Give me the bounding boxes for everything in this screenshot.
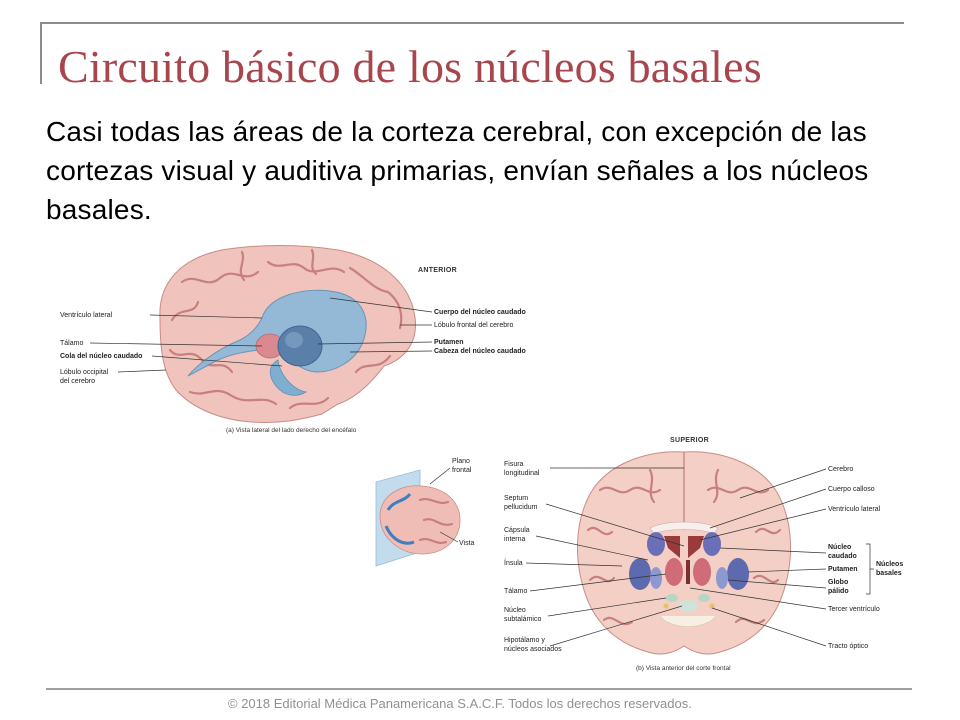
figure-a-caption: (a) Vista lateral del lado derecho del e… [226, 427, 357, 434]
label-cuerpo-nucleo-caudado: Cuerpo del núcleo caudado [434, 309, 526, 316]
label-insula: Ínsula [504, 558, 523, 567]
globus-pallidus-left [650, 567, 662, 589]
figure-a-heading: ANTERIOR [418, 267, 457, 274]
label-caudado: caudado [828, 553, 857, 560]
label-lobulo-frontal: Lóbulo frontal del cerebro [434, 322, 513, 329]
figure-b-caption: (b) Vista anterior del corte frontal [636, 665, 731, 672]
lateral-ventricle-left [664, 536, 680, 558]
corpus-callosum-shape [649, 521, 719, 535]
label-putamen-b: Putamen [828, 566, 858, 573]
label-nucleos: Núcleos [876, 561, 903, 568]
figure-inset-plane: Plano frontal Vista [375, 458, 475, 567]
label-septum: Septum [504, 495, 528, 502]
basal-nuclei-bracket [866, 543, 874, 595]
slide-body-text: Casi todas las áreas de la corteza cereb… [46, 116, 869, 225]
putamen-right-shape [727, 558, 749, 590]
label-basales: basales [876, 570, 902, 577]
label-longitudinal: longitudinal [504, 470, 540, 477]
caudate-tail-shape [269, 359, 308, 396]
globus-pallidus-right [716, 567, 728, 589]
label-fisura: Fisura [504, 461, 524, 468]
subthalamic-right [698, 594, 710, 602]
label-nucleos-asociados: núcleos asociados [504, 646, 562, 653]
label-ventriculo-lateral-b: Ventrículo lateral [828, 506, 881, 513]
hypothalamus-shape [678, 600, 698, 612]
label-palido: pálido [828, 588, 849, 595]
label-putamen-a: Putamen [434, 339, 464, 346]
putamen-shape [277, 325, 323, 367]
label-talamo-b: Tálamo [504, 588, 527, 595]
label-tercer-ventriculo: Tercer ventrículo [828, 606, 880, 613]
copyright-footer: © 2018 Editorial Médica Panamericana S.A… [228, 696, 692, 711]
label-del-cerebro: del cerebro [60, 378, 95, 385]
subthalamic-left [666, 594, 678, 602]
figure-a-lateral-view: ANTERIOR Ventrículo lateral Tálamo Cola … [60, 245, 526, 434]
label-vista: Vista [459, 540, 475, 547]
label-cuerpo-calloso: Cuerpo calloso [828, 486, 875, 493]
figure-b-coronal-view: SUPERIOR [504, 437, 903, 672]
label-cabeza-nucleo-caudado: Cabeza del núcleo caudado [434, 348, 526, 355]
label-interna: interna [504, 536, 526, 543]
figure-b-heading: SUPERIOR [670, 437, 709, 444]
label-plano: Plano [452, 458, 470, 465]
slide-footer-rule [46, 688, 912, 690]
label-hipotalamo: Hipotálamo y [504, 637, 545, 644]
putamen-left-shape [629, 558, 651, 590]
label-cerebro: Cerebro [828, 466, 853, 473]
label-capsula: Cápsula [504, 527, 530, 534]
label-cola-nucleo-caudado: Cola del núcleo caudado [60, 353, 142, 360]
caudate-left-shape [647, 532, 665, 556]
thalamus-left-shape [665, 558, 683, 586]
label-subtalamico: subtalámico [504, 616, 541, 623]
label-tracto-optico: Tracto óptico [828, 643, 868, 650]
label-nucleo-caudado: Núcleo [828, 544, 851, 551]
label-globo: Globo [828, 579, 848, 586]
label-frontal: frontal [452, 467, 472, 474]
label-lobulo-occipital: Lóbulo occipital [60, 369, 109, 376]
label-nucleo-b: Núcleo [504, 607, 526, 614]
slide-title: Circuito básico de los núcleos basales [58, 41, 762, 92]
lateral-ventricle-right [688, 536, 704, 558]
slide-frame-top [40, 22, 904, 24]
label-pellucidum: pellucidum [504, 504, 538, 511]
slide-frame-left [40, 22, 42, 84]
thalamus-right-shape [693, 558, 711, 586]
label-talamo: Tálamo [60, 340, 83, 347]
label-ventriculo-lateral: Ventrículo lateral [60, 312, 113, 319]
